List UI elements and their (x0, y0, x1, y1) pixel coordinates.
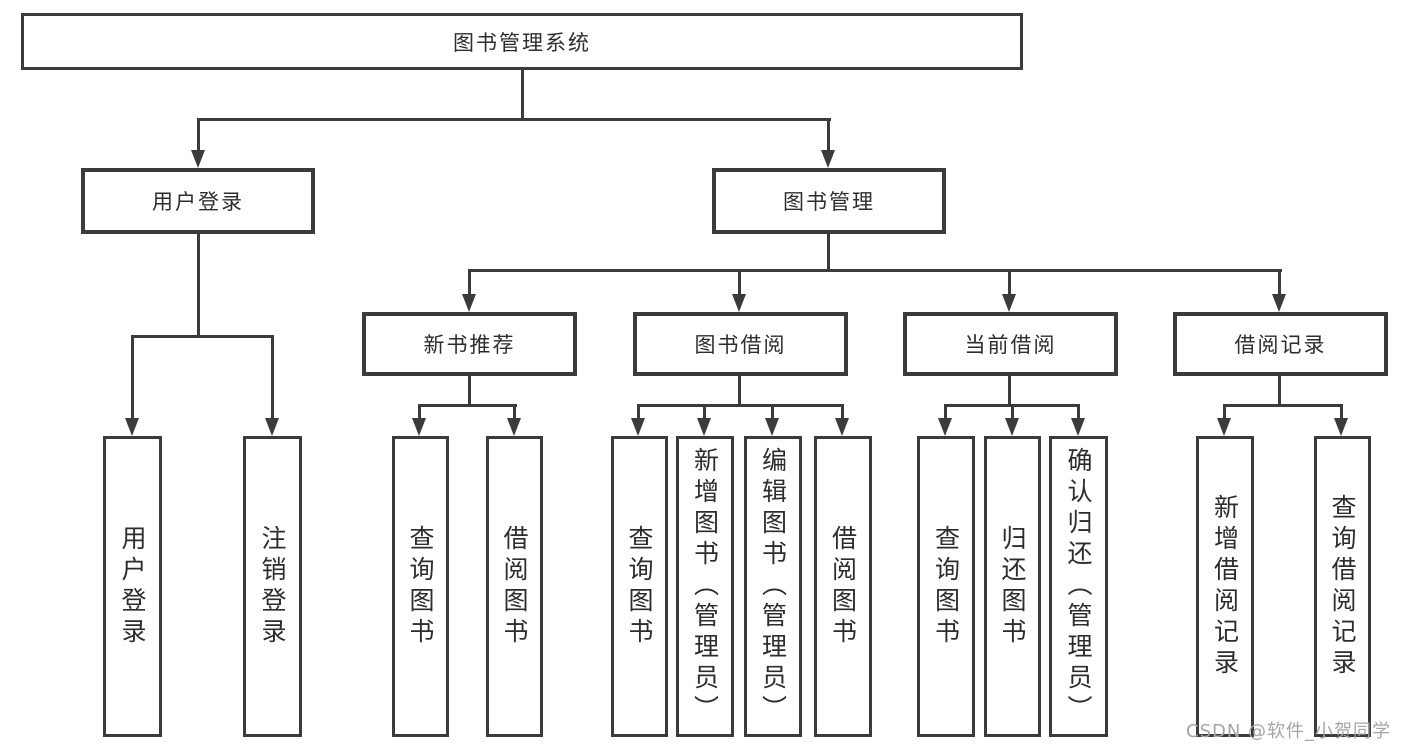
node-current-borrowing: 当前借阅 (903, 312, 1118, 376)
node-new-book-recommendation: 新书推荐 (362, 312, 577, 376)
leaf-search-books-3: 查询图书 (917, 436, 975, 737)
connector-line (1077, 404, 1080, 420)
connector-line (841, 404, 844, 420)
arrow-down-icon (1071, 418, 1085, 436)
arrow-down-icon (191, 150, 205, 168)
node-label: 查询借阅记录 (1328, 493, 1357, 680)
connector-line (738, 269, 741, 296)
node-label: 用户登录 (118, 524, 147, 649)
arrow-down-icon (1334, 418, 1348, 436)
node-user-login: 用户登录 (81, 168, 315, 234)
arrow-down-icon (631, 418, 645, 436)
node-label: 确认归还（管理员） (1064, 447, 1093, 726)
leaf-add-book-admin: 新增图书（管理员） (676, 436, 734, 737)
connector-line (418, 404, 517, 407)
node-library-management-system: 图书管理系统 (21, 13, 1023, 70)
node-label: 新增图书（管理员） (690, 447, 720, 726)
connector-line (1223, 404, 1226, 420)
arrow-down-icon (412, 418, 426, 436)
connector-line (827, 118, 830, 152)
leaf-borrow-books-1: 借阅图书 (486, 436, 543, 737)
connector-line (1011, 404, 1014, 420)
connector-line (1278, 269, 1281, 296)
connector-line (418, 404, 421, 420)
node-label: 借阅图书 (500, 524, 529, 649)
leaf-search-books-1: 查询图书 (392, 436, 449, 737)
connector-line (468, 269, 471, 296)
connector-line (1008, 269, 1011, 296)
leaf-borrow-books-2: 借阅图书 (814, 436, 872, 737)
node-label: 新书推荐 (423, 333, 516, 357)
node-borrowing-records: 借阅记录 (1173, 312, 1388, 376)
csdn-watermark: CSDN @软件_小贺同学 (1186, 721, 1392, 742)
leaf-search-books-2: 查询图书 (611, 436, 668, 737)
node-label: 图书管理 (783, 190, 875, 214)
arrow-down-icon (697, 418, 711, 436)
node-label: 查询图书 (406, 524, 435, 649)
leaf-edit-book-admin: 编辑图书（管理员） (744, 436, 802, 737)
node-label: 用户登录 (152, 190, 244, 214)
node-label: 借阅图书 (828, 524, 858, 649)
node-label: 借阅记录 (1234, 333, 1327, 357)
connector-line (131, 335, 274, 338)
connector-line (1008, 376, 1011, 407)
connector-line (468, 269, 1282, 272)
connector-line (944, 404, 947, 420)
node-label: 图书管理系统 (453, 30, 591, 55)
connector-line (271, 335, 274, 420)
leaf-user-login: 用户登录 (103, 436, 162, 737)
connector-line (521, 70, 524, 120)
arrow-down-icon (938, 418, 952, 436)
arrow-down-icon (1002, 294, 1016, 312)
arrow-down-icon (462, 294, 476, 312)
node-label: 编辑图书（管理员） (758, 447, 788, 726)
leaf-return-books: 归还图书 (984, 436, 1041, 737)
arrow-down-icon (1005, 418, 1019, 436)
connector-line (131, 335, 134, 420)
node-label: 注销登录 (258, 524, 287, 649)
leaf-add-borrow-record: 新增借阅记录 (1196, 436, 1254, 737)
connector-line (1340, 404, 1343, 420)
node-label: 查询图书 (931, 524, 961, 649)
leaf-search-borrow-record: 查询借阅记录 (1314, 436, 1371, 737)
connector-line (827, 234, 830, 272)
arrow-down-icon (125, 418, 139, 436)
node-book-management: 图书管理 (712, 168, 946, 234)
arrow-down-icon (765, 418, 779, 436)
connector-line (197, 118, 200, 152)
connector-line (1223, 404, 1343, 407)
leaf-logout: 注销登录 (243, 436, 302, 737)
connector-line (637, 404, 640, 420)
connector-line (771, 404, 774, 420)
connector-line (197, 234, 200, 338)
connector-line (637, 404, 844, 407)
arrow-down-icon (821, 150, 835, 168)
connector-line (703, 404, 706, 420)
connector-line (468, 376, 471, 407)
connector-line (197, 118, 831, 121)
node-label: 当前借阅 (964, 333, 1057, 357)
node-label: 图书借阅 (694, 333, 787, 357)
arrow-down-icon (835, 418, 849, 436)
connector-line (513, 404, 516, 420)
node-book-borrowing: 图书借阅 (633, 312, 848, 376)
connector-line (738, 376, 741, 407)
arrow-down-icon (1217, 418, 1231, 436)
arrow-down-icon (507, 418, 521, 436)
leaf-confirm-return-admin: 确认归还（管理员） (1049, 436, 1108, 737)
arrow-down-icon (732, 294, 746, 312)
arrow-down-icon (265, 418, 279, 436)
connector-line (1278, 376, 1281, 407)
node-label: 新增借阅记录 (1210, 493, 1240, 680)
arrow-down-icon (1272, 294, 1286, 312)
node-label: 归还图书 (998, 524, 1027, 649)
node-label: 查询图书 (625, 524, 654, 649)
